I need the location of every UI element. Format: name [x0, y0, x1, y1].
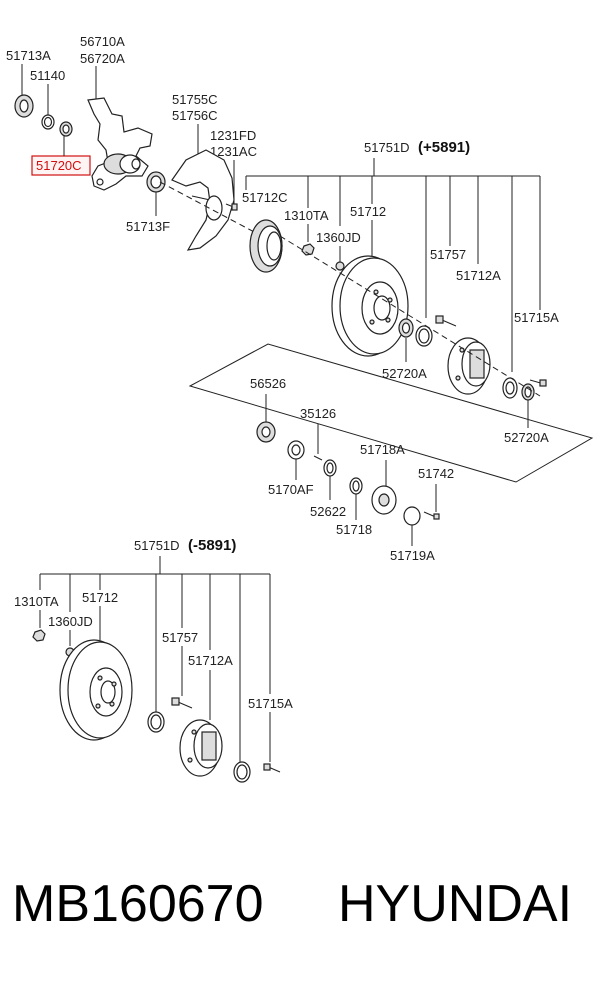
label-51715A-bot: 51715A — [248, 696, 293, 711]
label-51712-bot: 51712 — [82, 590, 118, 605]
stud-51757-bot-icon — [171, 697, 193, 709]
label-56710A: 56710A — [80, 34, 125, 49]
label-51712C: 51712C — [242, 190, 288, 205]
bolt-51715A-bot-icon — [263, 763, 281, 773]
snap-ring-51718-icon — [349, 477, 363, 495]
label-35126: 35126 — [300, 406, 336, 421]
detail-frame — [188, 343, 594, 483]
brand-name: HYUNDAI — [338, 875, 573, 933]
seal-ring-top-icon — [415, 325, 433, 347]
hub-bottom-icon — [179, 719, 223, 777]
seal-51713A-icon — [14, 94, 34, 118]
label-51715A-top: 51715A — [514, 310, 559, 325]
bolt-51715A-top-icon — [529, 379, 547, 387]
label-51713A: 51713A — [6, 48, 51, 63]
label-1310TA-bot: 1310TA — [14, 594, 59, 609]
bearing-52720A-top-icon — [398, 318, 414, 338]
part-number: MB160670 — [12, 875, 264, 933]
hub-top-icon — [447, 337, 491, 395]
label-51756C: 51756C — [172, 108, 218, 123]
highlight-box — [31, 155, 91, 176]
label-51742: 51742 — [418, 466, 454, 481]
flange-51718A-icon — [371, 485, 397, 515]
bolt-51742-icon — [423, 511, 440, 520]
label-52622: 52622 — [310, 504, 346, 519]
bearing-52720A-right-icon — [521, 383, 535, 401]
label-51751D-top: 51751D — [364, 140, 410, 155]
bearing-51720C-icon — [59, 121, 73, 137]
label-1231FD: 1231FD — [210, 128, 256, 143]
label-51719A: 51719A — [390, 548, 435, 563]
label-51718: 51718 — [336, 522, 372, 537]
label-1360JD-bot: 1360JD — [48, 614, 93, 629]
label-51755C: 51755C — [172, 92, 218, 107]
label-51140: 51140 — [30, 68, 65, 83]
label-51712A-top: 51712A — [456, 268, 501, 283]
label-51751D-top-suffix: (+5891) — [418, 139, 470, 156]
washer-5170AF-icon — [287, 440, 305, 460]
bolt-1231FD-icon — [225, 203, 238, 211]
label-51712A-bot: 51712A — [188, 653, 233, 668]
washer-1360JD-icon — [335, 261, 345, 271]
tone-ring-icon — [249, 219, 283, 273]
pin-35126-icon — [313, 455, 323, 461]
brake-disc-top-icon — [331, 255, 409, 357]
label-51757-top: 51757 — [430, 247, 466, 262]
cap-51719A-icon — [403, 506, 421, 526]
label-51720C[interactable]: 51720C — [36, 158, 82, 173]
label-52720A-2: 52720A — [504, 430, 549, 445]
ring-bot-right-icon — [233, 761, 251, 783]
label-51757-bot: 51757 — [162, 630, 198, 645]
label-1360JD-top: 1360JD — [316, 230, 361, 245]
label-56720A: 56720A — [80, 51, 125, 66]
label-51718A: 51718A — [360, 442, 405, 457]
label-1310TA-top: 1310TA — [284, 208, 329, 223]
nut-1310TA-bot-icon — [32, 629, 46, 642]
label-56526: 56526 — [250, 376, 286, 391]
nut-1310TA-icon — [301, 243, 315, 256]
label-51713F: 51713F — [126, 219, 170, 234]
seal-51713F-icon — [146, 171, 166, 193]
label-52720A-1: 52720A — [382, 366, 427, 381]
nut-56526-icon — [256, 421, 276, 443]
ring-52622-icon — [323, 459, 337, 477]
steering-knuckle-icon — [87, 97, 153, 191]
label-5170AF: 5170AF — [268, 482, 314, 497]
seal-ring-right-icon — [502, 377, 518, 399]
brake-disc-bottom-icon — [59, 639, 133, 741]
label-51751D-bot: 51751D — [134, 538, 180, 553]
stud-51757-top-icon — [435, 315, 457, 327]
label-51751D-bot-suffix: (-5891) — [188, 537, 236, 554]
snap-ring-51140-icon — [41, 114, 55, 130]
dust-shield-icon — [171, 149, 235, 251]
seal-ring-bot-icon — [147, 711, 165, 733]
label-1231AC: 1231AC — [210, 144, 257, 159]
label-51712-top: 51712 — [350, 204, 386, 219]
